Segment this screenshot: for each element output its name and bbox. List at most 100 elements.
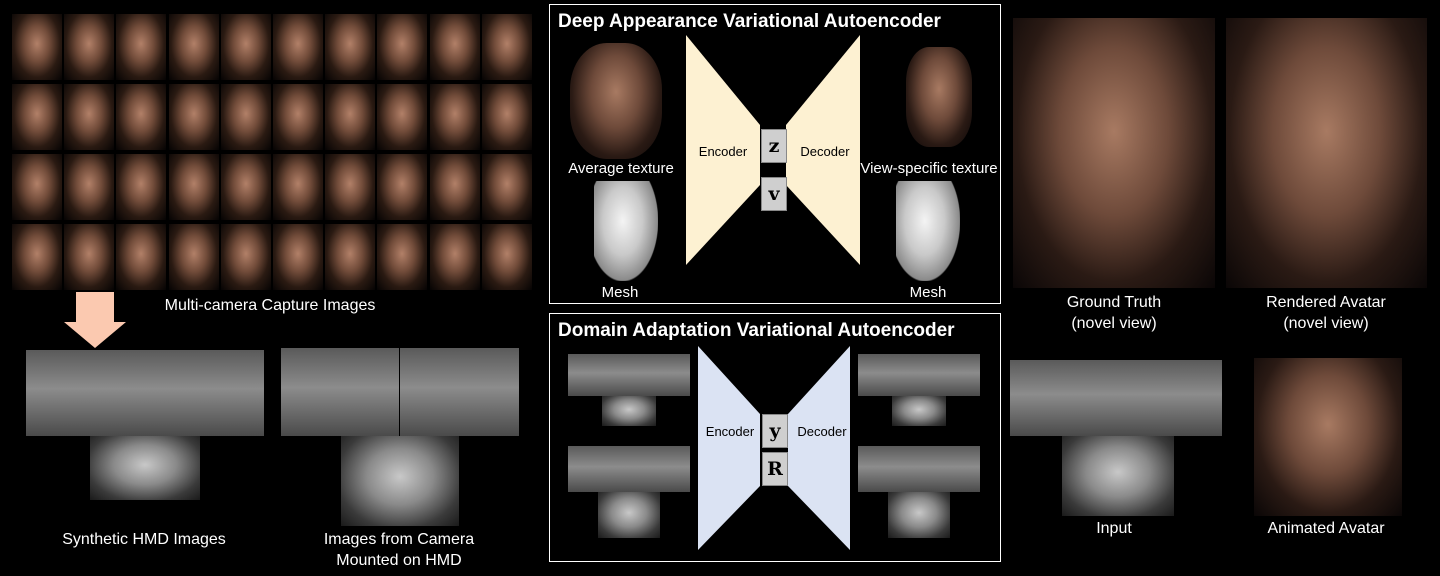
capture-image — [168, 224, 219, 290]
appearance-vae-panel: Deep Appearance Variational Autoencoder … — [549, 4, 1001, 304]
capture-image — [168, 84, 219, 150]
input-hmd-image — [1010, 360, 1222, 516]
capture-image — [429, 224, 480, 290]
capture-image — [64, 224, 115, 290]
capture-label: Multi-camera Capture Images — [164, 297, 376, 314]
animated-avatar-image — [1254, 358, 1402, 516]
capture-image — [273, 224, 323, 290]
camera-hmd-images — [281, 348, 519, 528]
domain-encoder-label: Encoder — [705, 424, 755, 439]
animated-label: Animated Avatar — [1267, 520, 1385, 537]
view-texture-label: View-specific texture — [860, 160, 998, 177]
domain-output-bottom-mouth — [888, 492, 950, 538]
synthetic-label: Synthetic HMD Images — [62, 531, 226, 548]
capture-image — [377, 224, 428, 290]
mesh-left-label: Mesh — [601, 284, 639, 301]
capture-image — [481, 154, 532, 220]
capture-image — [168, 14, 219, 80]
input-label: Input — [1096, 520, 1132, 537]
camera-left-eye — [281, 348, 399, 436]
camera-label-line1: Images from Camera — [323, 531, 475, 548]
capture-image — [325, 14, 376, 80]
domain-input-bottom-left-eye — [568, 446, 629, 492]
capture-image — [377, 14, 428, 80]
domain-input-top-left-eye — [568, 354, 629, 396]
capture-grid — [12, 14, 534, 294]
rendered-label-line1: Rendered Avatar — [1266, 294, 1386, 311]
rendered-label-line2: (novel view) — [1283, 315, 1369, 332]
capture-image — [377, 84, 428, 150]
capture-image — [273, 14, 323, 80]
capture-image — [116, 14, 167, 80]
capture-image — [273, 154, 323, 220]
domain-input-bottom-right-eye — [629, 446, 690, 492]
domain-output-bottom-right-eye — [919, 446, 980, 492]
domain-output-top-right-eye — [919, 354, 980, 396]
capture-image — [116, 154, 167, 220]
appearance-vae-title: Deep Appearance Variational Autoencoder — [558, 11, 941, 32]
capture-image — [273, 84, 323, 150]
latent-v: v — [761, 177, 787, 211]
appearance-encoder-label: Encoder — [698, 144, 748, 159]
capture-image — [325, 224, 376, 290]
capture-image — [64, 14, 115, 80]
capture-image — [12, 84, 62, 150]
domain-autoencoder-shape — [698, 346, 850, 550]
synthetic-left-eye — [26, 350, 145, 436]
mesh-right-label: Mesh — [909, 284, 947, 301]
appearance-decoder-label: Decoder — [800, 144, 850, 159]
down-arrow-icon — [64, 292, 126, 348]
capture-image — [116, 224, 167, 290]
input-right-eye — [1116, 360, 1222, 436]
latent-z: z — [761, 129, 787, 163]
domain-output-top-mouth — [892, 396, 946, 426]
domain-input-top — [568, 354, 690, 426]
domain-vae-title: Domain Adaptation Variational Autoencode… — [558, 320, 955, 341]
synthetic-mouth — [90, 436, 200, 500]
synthetic-right-eye — [145, 350, 264, 436]
ground-truth-label-line1: Ground Truth — [1066, 294, 1162, 311]
capture-image — [64, 154, 115, 220]
capture-image — [12, 224, 62, 290]
domain-output-top-left-eye — [858, 354, 919, 396]
domain-input-top-right-eye — [629, 354, 690, 396]
domain-input-bottom-mouth — [598, 492, 660, 538]
capture-image — [429, 14, 480, 80]
capture-image — [12, 154, 62, 220]
capture-image — [12, 14, 62, 80]
mesh-right-image — [896, 181, 960, 281]
capture-image — [220, 224, 271, 290]
capture-image — [481, 224, 532, 290]
synthetic-hmd-images — [26, 350, 264, 500]
capture-image — [220, 84, 271, 150]
domain-output-top — [858, 354, 980, 426]
average-texture-label: Average texture — [568, 160, 674, 177]
domain-vae-panel: Domain Adaptation Variational Autoencode… — [549, 313, 1001, 562]
capture-image — [64, 84, 115, 150]
latent-r: R — [762, 452, 788, 486]
capture-image — [220, 14, 271, 80]
capture-image — [377, 154, 428, 220]
capture-image — [325, 154, 376, 220]
domain-output-bottom — [858, 446, 980, 538]
capture-image — [220, 154, 271, 220]
capture-image — [325, 84, 376, 150]
camera-label-line2: Mounted on HMD — [336, 552, 462, 569]
ground-truth-image — [1013, 18, 1215, 288]
capture-image — [481, 14, 532, 80]
rendered-avatar-image — [1226, 18, 1427, 288]
domain-input-bottom — [568, 446, 690, 538]
capture-image — [429, 154, 480, 220]
input-left-eye — [1010, 360, 1116, 436]
ground-truth-label-line2: (novel view) — [1071, 315, 1157, 332]
domain-output-bottom-left-eye — [858, 446, 919, 492]
camera-right-eye — [400, 348, 519, 436]
capture-image — [429, 84, 480, 150]
capture-image — [481, 84, 532, 150]
capture-image — [168, 154, 219, 220]
capture-image — [116, 84, 167, 150]
view-texture-image — [906, 47, 972, 147]
camera-mouth — [341, 436, 459, 526]
mesh-left-image — [594, 181, 658, 281]
latent-y: y — [762, 414, 788, 448]
